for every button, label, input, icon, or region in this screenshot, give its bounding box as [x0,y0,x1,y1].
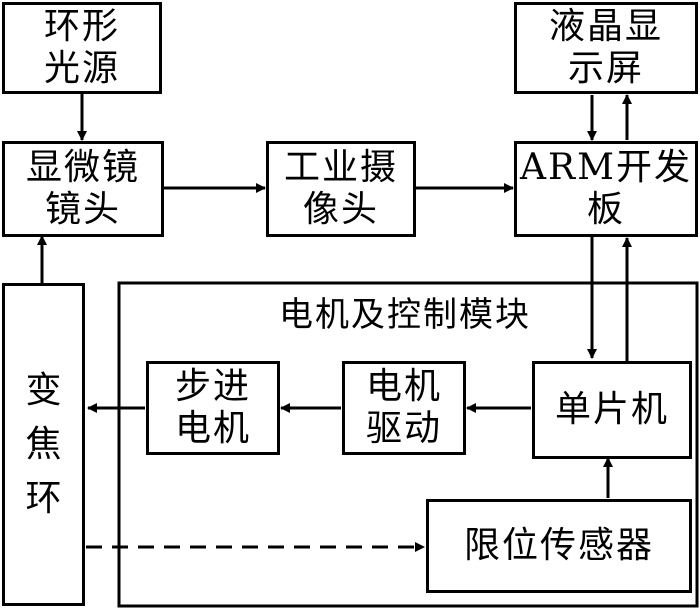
microscope-lens-label: 显微镜 镜头 [25,147,140,230]
mcu-box: 单片机 [532,361,692,459]
zoom-ring-box: 变焦环 [2,283,85,606]
arm-board-label: ARM开发 板 [520,147,692,230]
limit-sensor-box: 限位传感器 [426,499,692,593]
lcd-screen-box: 液晶显 示屏 [514,2,698,94]
motor-control-module-frame [117,281,699,608]
lcd-screen-label: 液晶显 示屏 [548,6,663,89]
limit-sensor-label: 限位传感器 [463,525,654,566]
stepper-motor-box: 步进 电机 [146,361,280,455]
industrial-camera-box: 工业摄 像头 [266,141,416,237]
light-source-label: 环形 光源 [43,6,120,89]
motor-driver-label: 电机 驱动 [365,366,442,449]
mcu-label: 单片机 [554,389,669,430]
microscope-lens-box: 显微镜 镜头 [2,141,164,237]
arm-board-box: ARM开发 板 [514,141,698,237]
module-title: 电机及控制模块 [279,295,531,335]
industrial-camera-label: 工业摄 像头 [283,147,398,230]
zoom-ring-label: 变焦环 [25,369,62,519]
stepper-motor-label: 步进 电机 [174,366,251,449]
motor-driver-box: 电机 驱动 [342,361,466,455]
light-source-box: 环形 光源 [2,2,162,94]
